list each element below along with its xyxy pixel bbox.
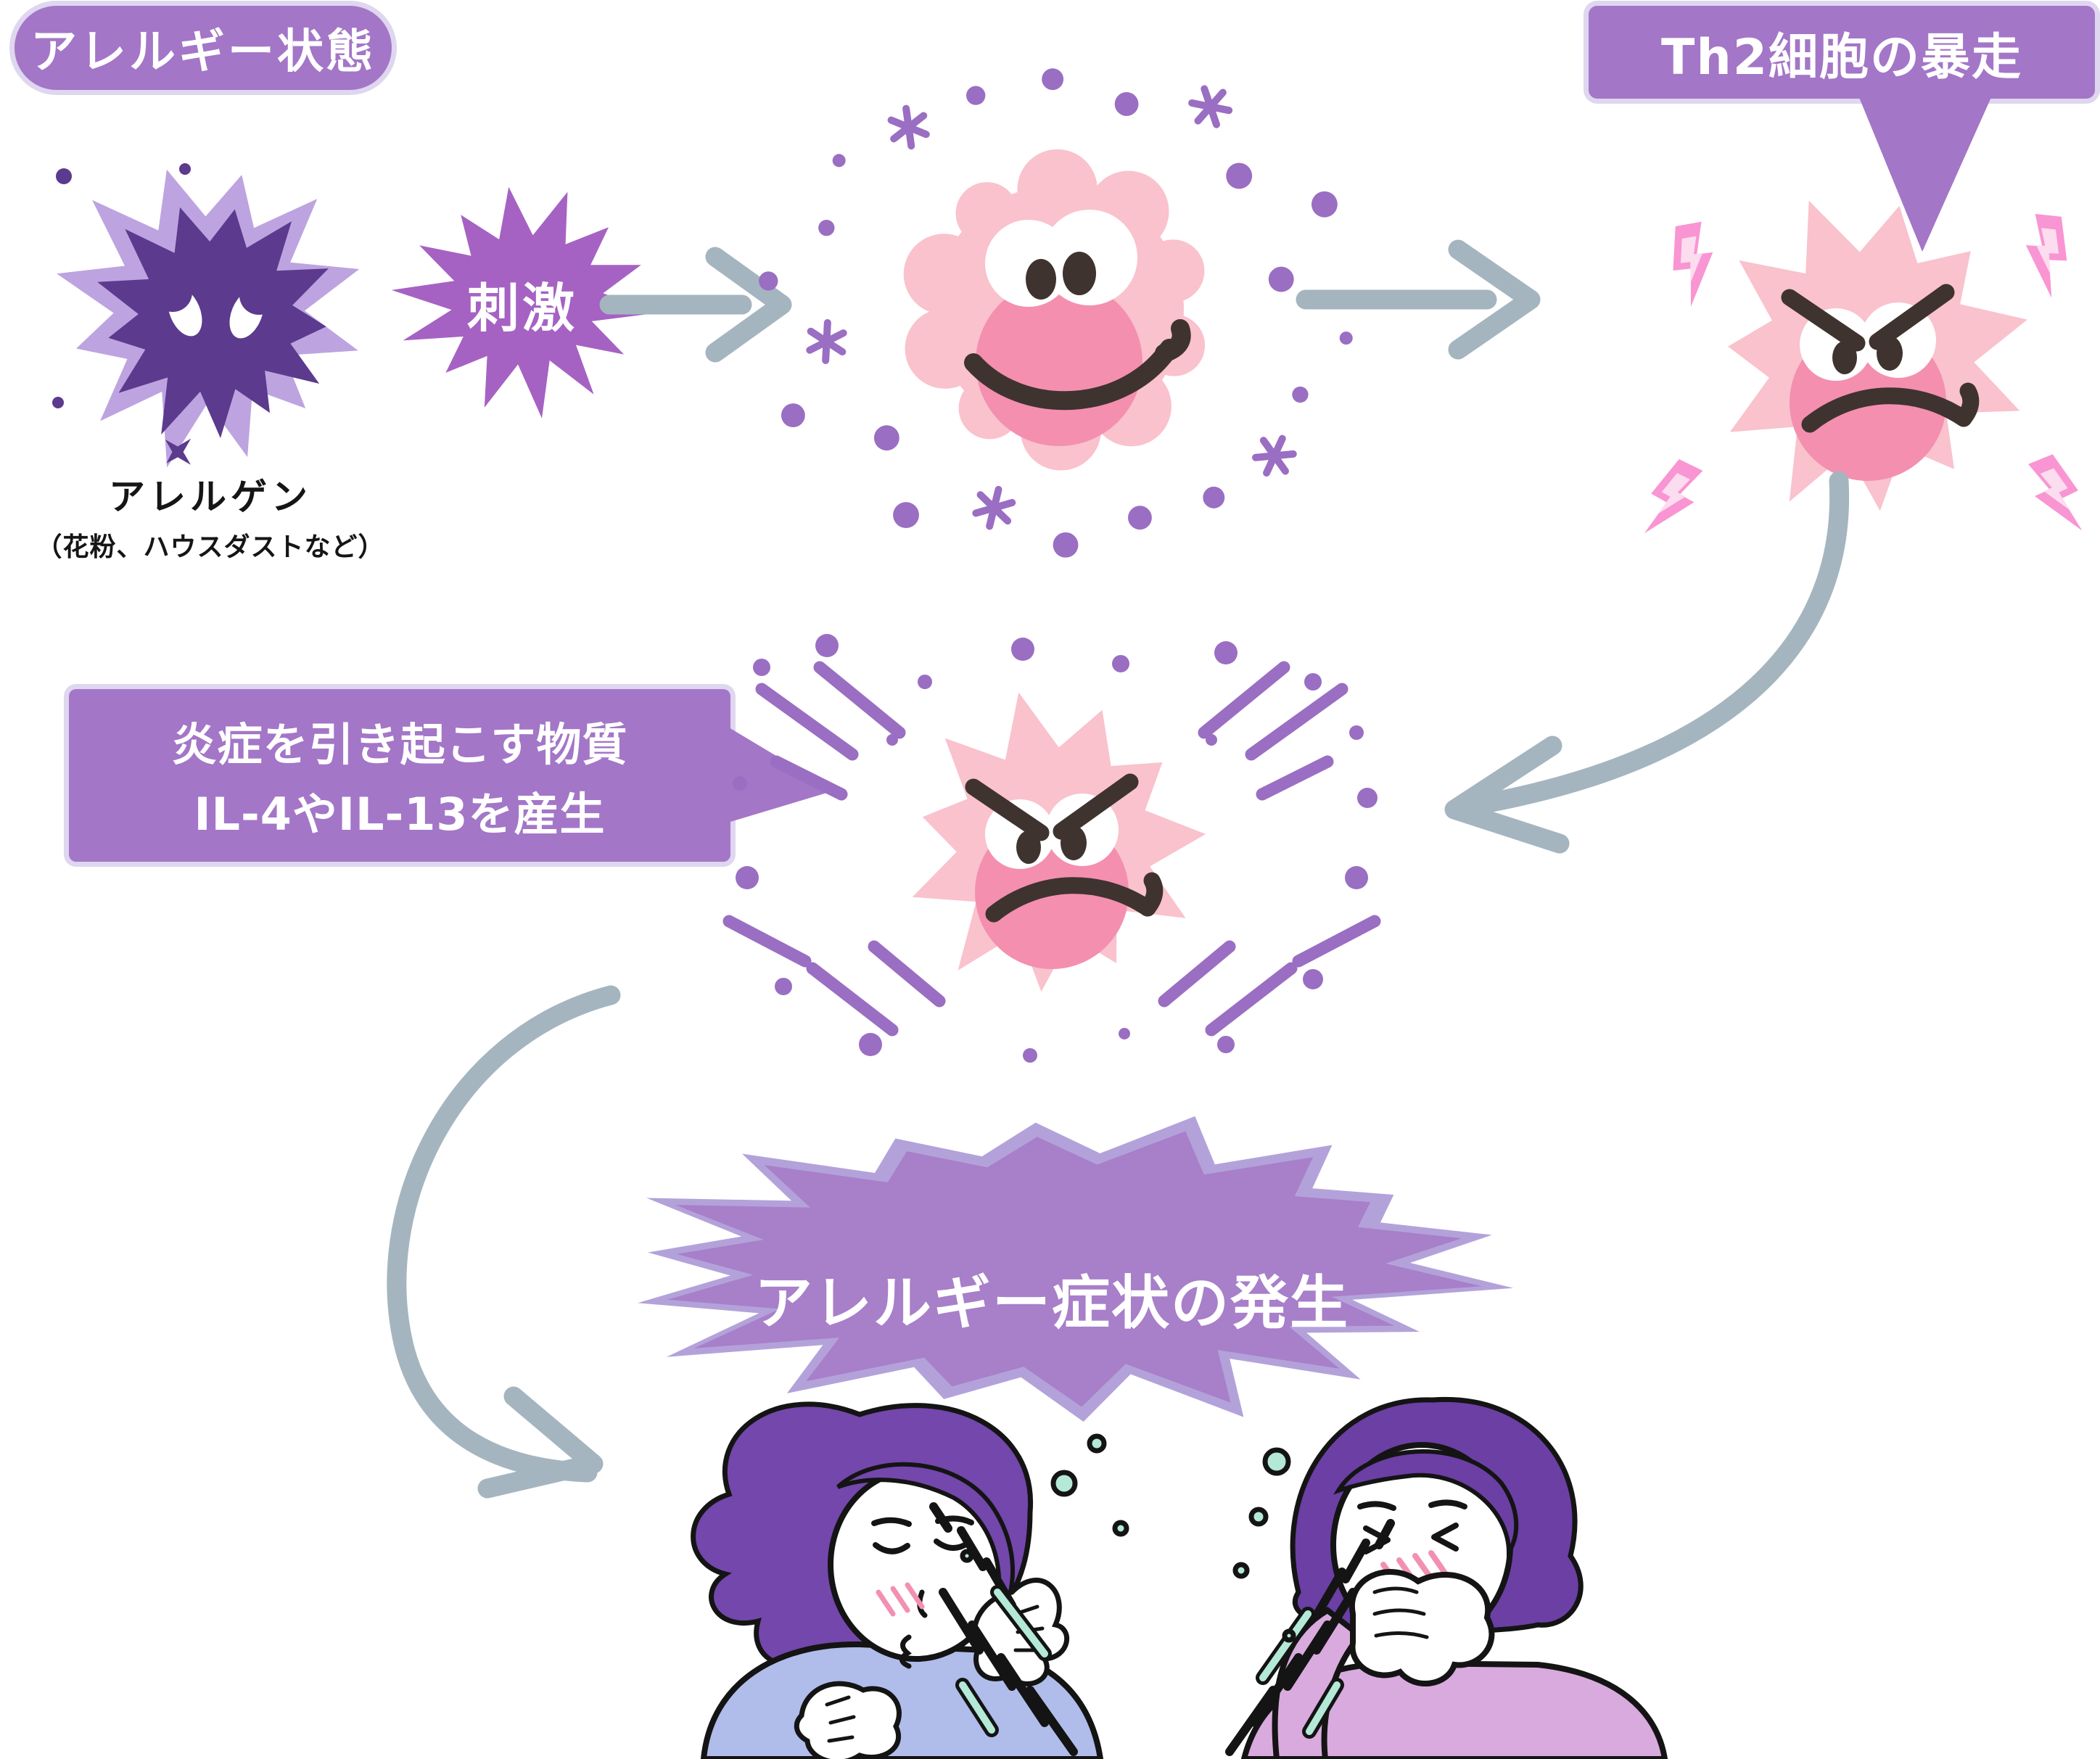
th2-cell-normal-icon [903, 149, 1206, 471]
inflammation-label-tail [725, 725, 834, 823]
allergen-name: アレルゲン [109, 476, 312, 518]
lightning-icon [1673, 221, 1713, 307]
inflammation-label: 炎症を引き起こす物質 IL-4やIL-13を産生 [69, 689, 730, 862]
antigen-particles-icon [759, 68, 1353, 558]
allergen-caption: アレルゲン （花粉、ハウスダストなど） [18, 468, 403, 564]
curved-arrow-right [1444, 471, 1850, 854]
symptoms-burst-icon [638, 1116, 1514, 1422]
state-badge: アレルギー状態 [15, 6, 392, 90]
th2-label-tail [1858, 96, 1992, 252]
lightning-icon [2025, 213, 2067, 298]
th2-runaway-label: Th2細胞の暴走 [1589, 6, 2095, 99]
cytokine-particles-icon [722, 634, 1381, 1063]
lightning-icon [1644, 459, 1703, 534]
allergen-icon [52, 163, 360, 468]
sneeze-spray-icon [929, 1433, 1395, 1756]
curved-arrow-left [387, 985, 621, 1499]
symptoms-label: アレルギー症状の発生 [754, 1269, 1349, 1337]
sneezing-people [691, 1396, 1668, 1759]
stimulus-label: 刺激 [466, 277, 577, 339]
sneezing-man-icon [1240, 1396, 1668, 1759]
antigen-field [759, 68, 1353, 558]
allergen-eyes [153, 273, 279, 339]
inflammation-line1: 炎症を引き起こす物質 [171, 718, 628, 771]
lightning-icon [2028, 454, 2083, 531]
allergen-examples: （花粉、ハウスダストなど） [36, 532, 385, 562]
th2-cell-producing-icon [722, 634, 1381, 1063]
flow-arrow-1 [599, 247, 792, 363]
inflammation-line2: IL-4やIL-13を産生 [194, 788, 606, 841]
flow-arrow-2 [1296, 239, 1541, 360]
stimulus-burst-icon [391, 186, 656, 419]
th2-cell-angry-icon [1644, 200, 2083, 534]
